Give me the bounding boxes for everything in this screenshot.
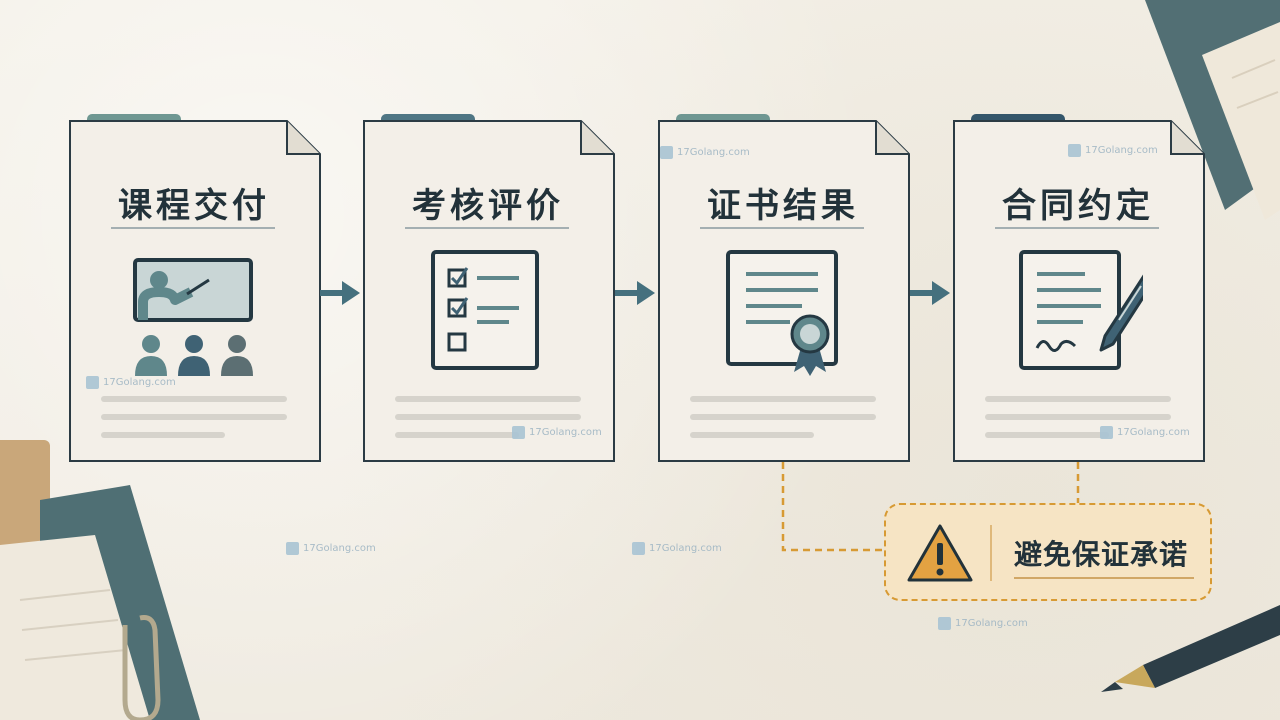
warning-callout: 避免保证承诺 bbox=[884, 503, 1212, 601]
contract-signing-icon bbox=[1019, 250, 1143, 370]
step-card-3: 证书结果 bbox=[658, 114, 910, 462]
step-card-4: 合同约定 bbox=[953, 114, 1205, 462]
warning-text: 避免保证承诺 bbox=[1014, 538, 1189, 571]
step-card-1: 课程交付 bbox=[69, 114, 321, 462]
watermark: 17Golang.com bbox=[286, 542, 376, 555]
clipboard-decoration bbox=[0, 440, 200, 720]
arrow-icon bbox=[320, 281, 360, 305]
watermark-logo-icon bbox=[938, 617, 951, 630]
notebook-decoration bbox=[1145, 0, 1280, 220]
watermark-logo-icon bbox=[1100, 426, 1113, 439]
step-title: 课程交付 bbox=[118, 186, 270, 226]
arrow-icon bbox=[910, 281, 950, 305]
teacher-classroom-icon bbox=[133, 258, 253, 376]
watermark: 17Golang.com bbox=[632, 542, 722, 555]
checklist-icon bbox=[431, 250, 539, 370]
watermark: 17Golang.com bbox=[938, 617, 1028, 630]
watermark-logo-icon bbox=[286, 542, 299, 555]
step-title: 考核评价 bbox=[412, 186, 564, 226]
arrow-icon bbox=[615, 281, 655, 305]
warning-underline bbox=[1014, 577, 1194, 579]
watermark: 17Golang.com bbox=[1068, 144, 1158, 157]
step-card-2: 考核评价 bbox=[363, 114, 615, 462]
certificate-icon bbox=[726, 250, 838, 376]
pen-decoration bbox=[1101, 605, 1280, 692]
watermark: 17Golang.com bbox=[1100, 426, 1190, 439]
step-title: 合同约定 bbox=[1002, 186, 1154, 226]
watermark-logo-icon bbox=[632, 542, 645, 555]
step-title: 证书结果 bbox=[707, 186, 859, 226]
watermark-logo-icon bbox=[512, 426, 525, 439]
watermark: 17Golang.com bbox=[660, 146, 750, 159]
warning-icon bbox=[907, 524, 973, 582]
watermark-logo-icon bbox=[86, 376, 99, 389]
watermark-logo-icon bbox=[1068, 144, 1081, 157]
watermark: 17Golang.com bbox=[512, 426, 602, 439]
watermark: 17Golang.com bbox=[86, 376, 176, 389]
divider bbox=[990, 525, 992, 581]
watermark-logo-icon bbox=[660, 146, 673, 159]
